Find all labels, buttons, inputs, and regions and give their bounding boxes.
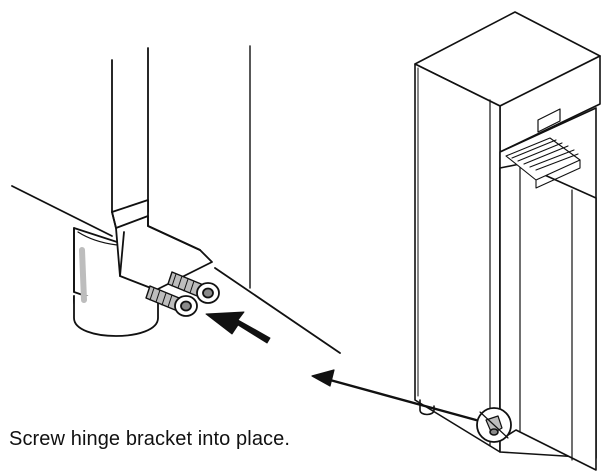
cabinet-base-edge <box>11 185 113 237</box>
callout-arrowhead <box>311 369 335 387</box>
screw-arrow <box>205 311 271 344</box>
caption: Screw hinge bracket into place. <box>9 428 291 450</box>
hinge-closeup <box>11 45 341 354</box>
refrigerator-cabinet <box>311 11 601 471</box>
bolt-screw-back <box>167 271 220 304</box>
hinge-callout <box>476 407 512 443</box>
cabinet-base-edge-lower <box>214 267 341 354</box>
door-panel <box>499 163 597 471</box>
hinge-bracket <box>111 199 213 291</box>
display-screen <box>537 108 561 133</box>
callout-arrow <box>328 378 478 422</box>
cabinet-side <box>414 63 501 453</box>
interior-shelf <box>505 137 581 189</box>
bolt-screw-front <box>145 285 198 317</box>
cabinet-foot <box>419 399 435 416</box>
adjustable-foot <box>73 227 161 337</box>
